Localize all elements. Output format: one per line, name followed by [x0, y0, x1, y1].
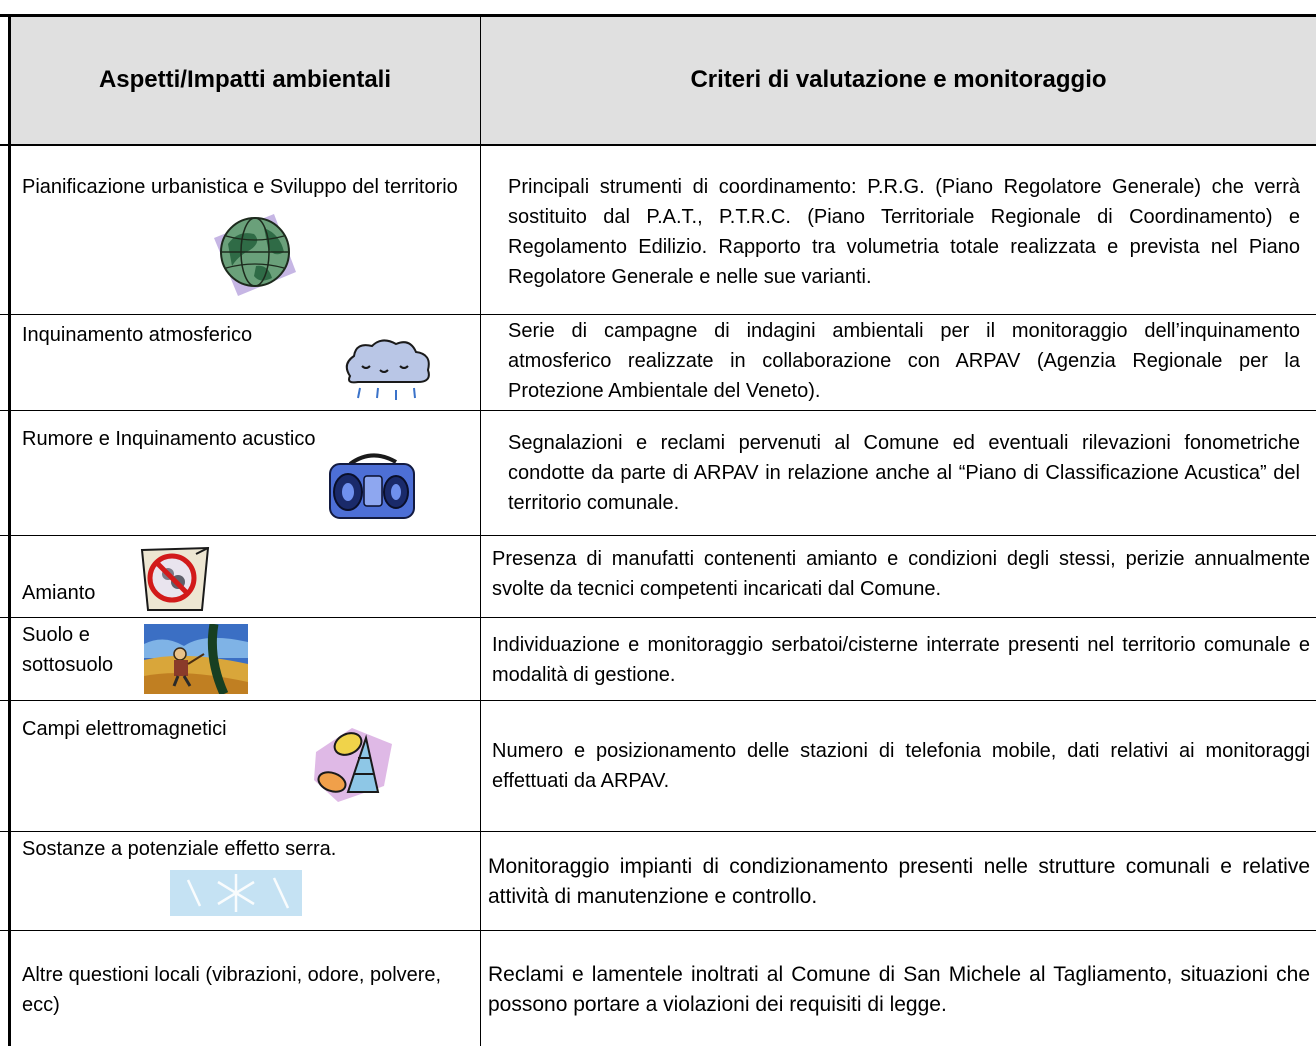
rain-cloud-icon [345, 339, 430, 400]
criteria-cell: Numero e posizionamento delle stazioni d… [492, 740, 1310, 792]
no-asbestos-icon [140, 546, 210, 611]
header-cell-aspects: Aspetti/Impatti ambientali [10, 16, 480, 144]
antenna-icon [314, 728, 392, 802]
table-row: Altre questioni locali (vibrazioni, odor… [22, 964, 442, 1016]
criteria-cell: Serie di campagne di indagini ambientali… [508, 320, 1300, 402]
snowflake-icon [170, 870, 302, 916]
table-border [480, 14, 481, 1046]
globe-icon [214, 214, 296, 296]
table-border [0, 831, 1316, 832]
table-border [0, 617, 1316, 618]
criteria-cell: Presenza di manufatti contenenti amianto… [492, 548, 1310, 600]
criteria-cell: Segnalazioni e reclami pervenuti al Comu… [508, 432, 1300, 514]
table-row: Campi elettromagnetici [22, 718, 227, 740]
table-border [0, 930, 1316, 931]
criteria-cell: Monitoraggio impianti di condizionamento… [488, 855, 1310, 908]
header-cell-criteria: Criteri di valutazione e monitoraggio [481, 16, 1316, 144]
table-border [0, 14, 1316, 17]
table-row: Sostanze a potenziale effetto serra. [22, 838, 337, 860]
criteria-cell: Individuazione e monitoraggio serbatoi/c… [492, 634, 1310, 686]
table-row: Pianificazione urbanistica e Sviluppo de… [22, 176, 458, 198]
table-border [0, 314, 1316, 315]
table-border [0, 144, 1316, 146]
boombox-icon [329, 453, 415, 519]
farmer-field-icon [144, 624, 248, 694]
table-row: Inquinamento atmosferico [22, 324, 253, 346]
criteria-cell: Principali strumenti di coordinamento: P… [508, 176, 1300, 288]
table-border [8, 14, 11, 1046]
table-row: Amianto [22, 582, 96, 604]
table-row: Suolo e sottosuolo [22, 624, 114, 676]
table-border [0, 410, 1316, 411]
criteria-cell: Reclami e lamentele inoltrati al Comune … [488, 963, 1310, 1016]
table-row: Rumore e Inquinamento acustico [22, 428, 316, 450]
table-border [0, 535, 1316, 536]
table-border [0, 700, 1316, 701]
